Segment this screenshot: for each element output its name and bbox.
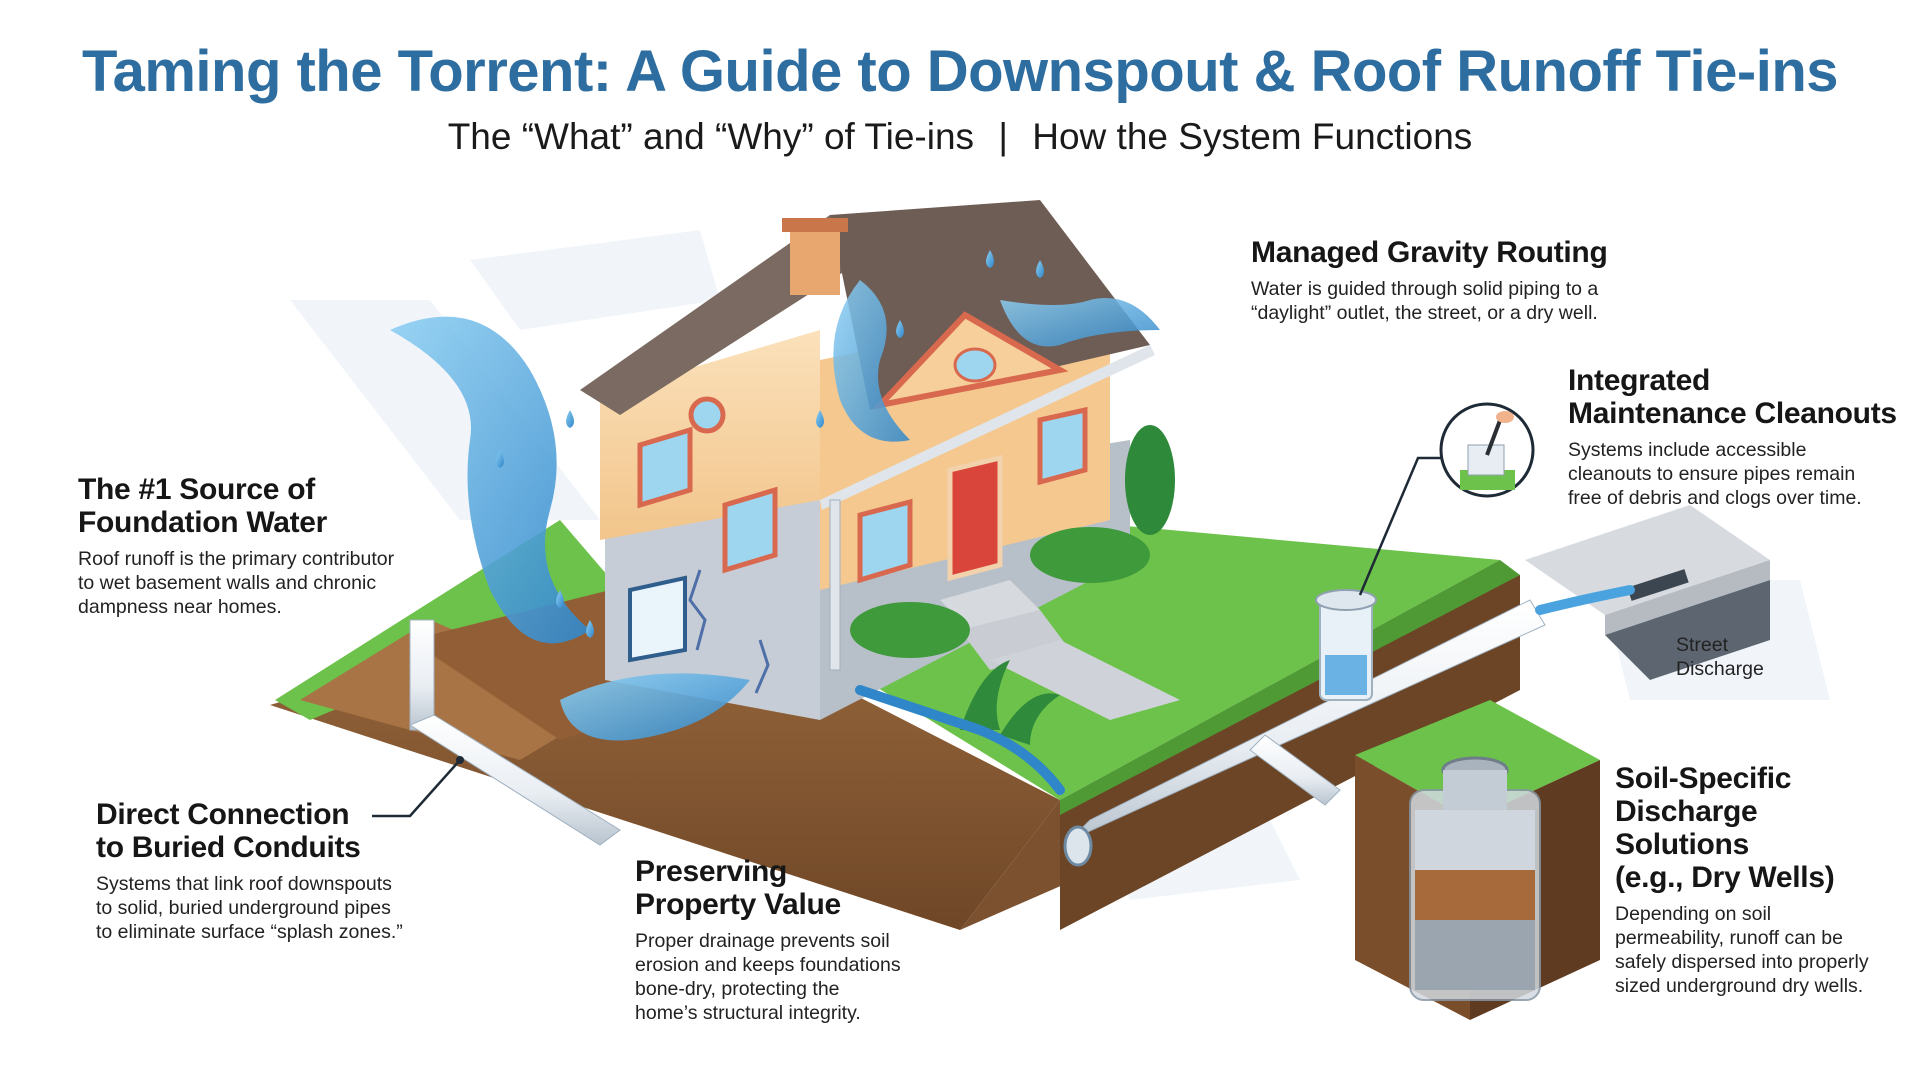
buried-pipe-system <box>408 589 1546 867</box>
dry-well-soil-layer <box>1415 870 1535 920</box>
house <box>580 200 1155 720</box>
shrub-left <box>850 602 970 658</box>
downspout-pipe <box>409 619 435 731</box>
direct-connection-leader <box>372 759 461 818</box>
dry-well <box>1355 700 1600 1020</box>
page-title: Taming the Torrent: A Guide to Downspout… <box>81 39 1839 104</box>
basement-window <box>628 575 687 663</box>
shrub-right <box>1030 527 1150 583</box>
subtitle-left: The “What” and “Why” of Tie-ins <box>447 116 975 157</box>
landscaping <box>850 425 1175 745</box>
pipe-outlet <box>1063 825 1093 867</box>
water <box>390 250 1160 795</box>
cleanout-cap <box>1315 589 1377 611</box>
windows <box>637 396 1088 584</box>
runoff-stream <box>390 316 590 644</box>
street-curb <box>1525 505 1770 680</box>
callout-gravity-routing-heading: Managed Gravity Routing <box>1251 236 1608 269</box>
callout-gravity-routing: Managed Gravity Routing Water is guided … <box>1251 236 1671 325</box>
branch-pipe <box>1249 734 1341 806</box>
left-pipe-run <box>408 714 621 846</box>
rain-drops <box>496 250 1044 638</box>
main-pipe-run <box>1069 599 1546 841</box>
cleanout-water <box>1325 655 1367 695</box>
cleanout-magnifier <box>1358 402 1535 596</box>
dry-well-gravel-top <box>1415 810 1535 870</box>
gutter <box>820 345 1155 510</box>
subtitle-right: How the System Functions <box>1032 116 1473 157</box>
cleanout-leader-line <box>1358 456 1441 596</box>
dry-well-gravel-bottom <box>1415 920 1535 990</box>
callout-gravity-routing-text: Water is guided through solid piping to … <box>1251 278 1599 324</box>
gable-window <box>953 347 997 383</box>
basement-puddle <box>560 673 750 741</box>
fern <box>960 660 1060 745</box>
page-subtitle: The “What” and “Why” of Tie-ins | How th… <box>0 116 1920 158</box>
yard-runoff <box>855 685 1065 795</box>
house-downspout <box>829 499 841 671</box>
foundation-cracks <box>688 569 770 694</box>
front-door <box>947 454 1003 582</box>
subtitle-separator: | <box>998 116 1008 157</box>
roof-water-flow <box>833 280 910 442</box>
tree <box>1125 425 1175 535</box>
street-grate <box>1627 569 1689 601</box>
walkway <box>940 580 1180 720</box>
roof-main <box>830 200 1150 410</box>
chimney <box>790 225 840 295</box>
